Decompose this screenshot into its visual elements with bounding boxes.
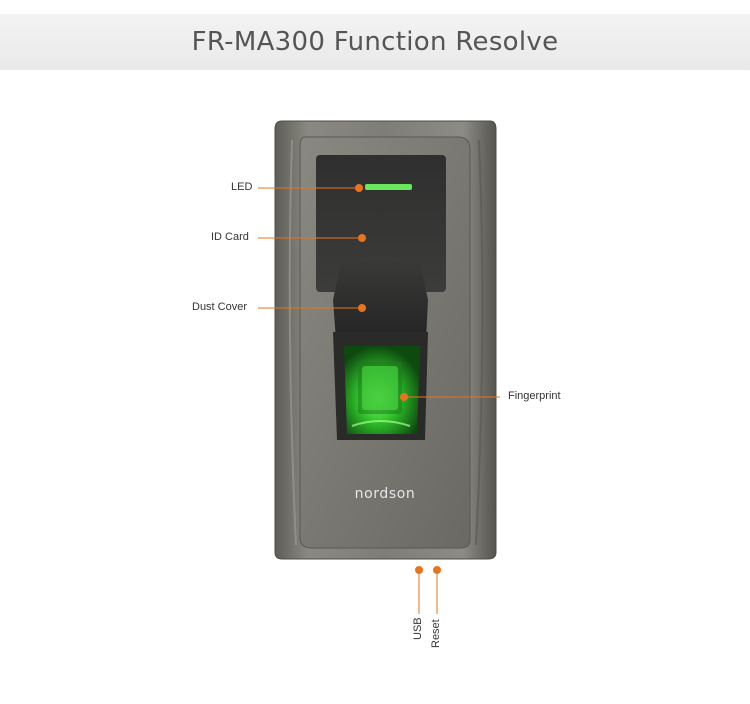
title-band xyxy=(0,14,750,70)
callout-led: LED xyxy=(231,181,253,193)
brand-logo: nordson xyxy=(354,486,416,502)
page-title: FR-MA300 Function Resolve xyxy=(191,27,559,57)
callout-id-card: ID Card xyxy=(211,231,249,243)
callout-dust-cover: Dust Cover xyxy=(192,301,248,313)
callout-reset: Reset xyxy=(430,619,442,648)
callout-usb: USB xyxy=(412,617,424,640)
callout-fingerprint: Fingerprint xyxy=(508,390,561,402)
